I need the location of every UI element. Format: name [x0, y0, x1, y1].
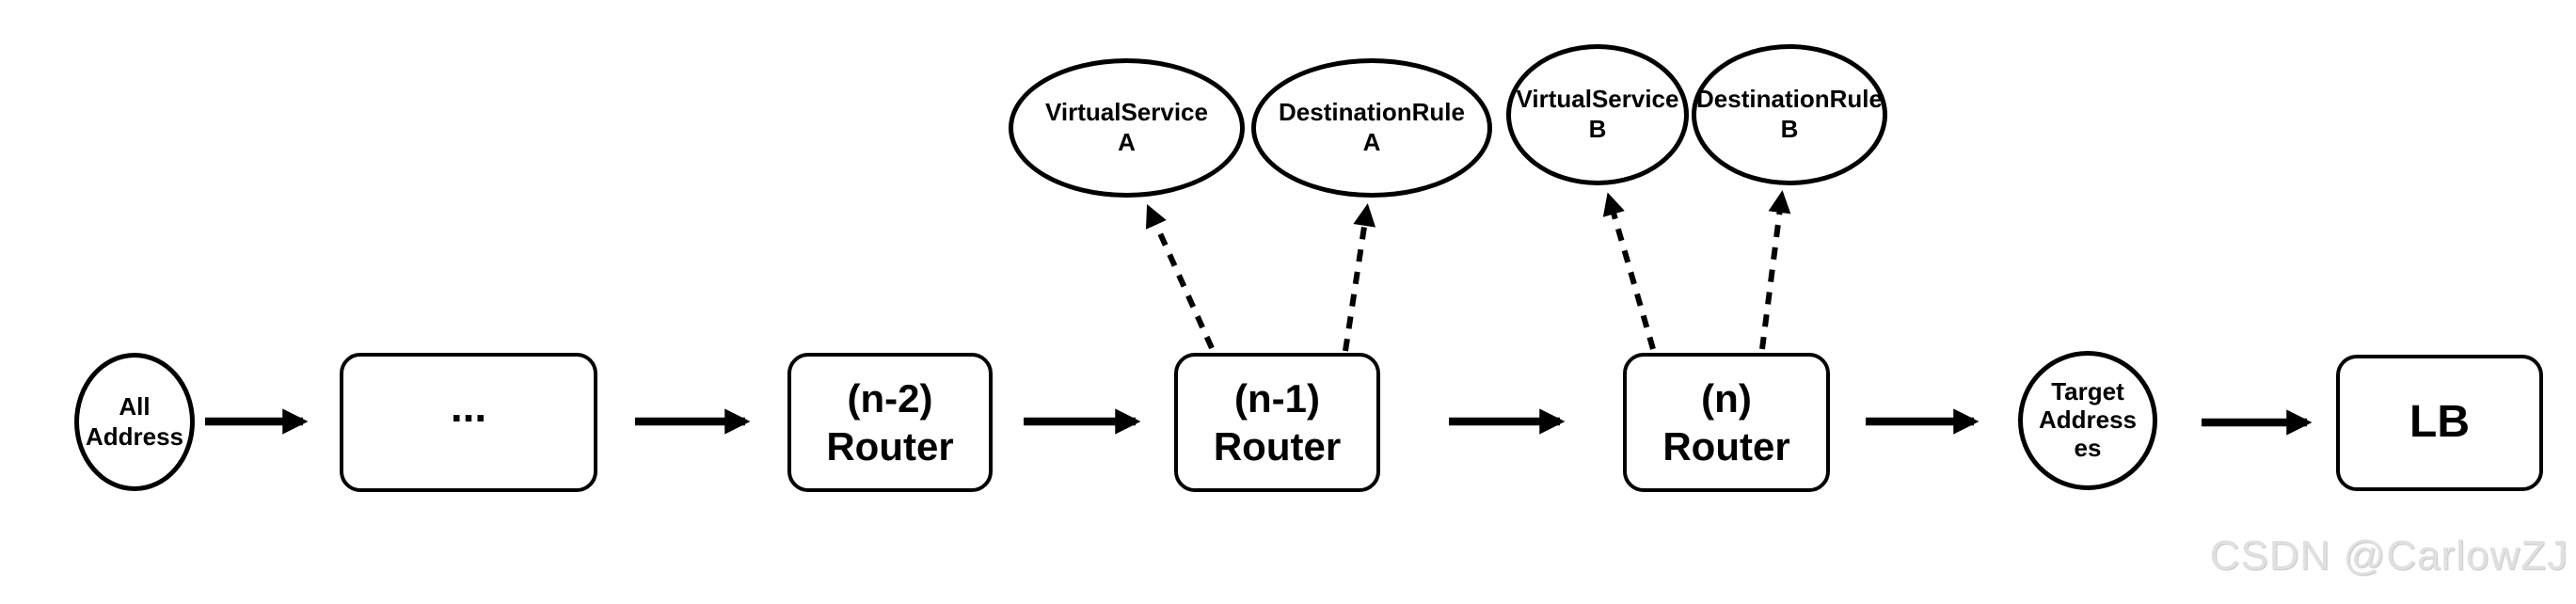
- dashed-arrow-router-n-to-destinationrule-b: [1759, 190, 1791, 350]
- dashed-arrow-router-n-1-to-destinationrule-a: [1343, 203, 1376, 352]
- node-router-n-1: (n-1) Router: [1174, 353, 1380, 492]
- node-all-address: All Address: [74, 353, 195, 491]
- node-ellipsis: ...: [340, 353, 597, 492]
- node-destinationrule-a-label: DestinationRule A: [1279, 98, 1465, 156]
- node-router-n-2: (n-2) Router: [787, 353, 993, 492]
- node-destinationrule-b: DestinationRule B: [1692, 44, 1887, 185]
- node-router-n-label: (n) Router: [1662, 375, 1790, 469]
- node-lb: LB: [2336, 355, 2543, 491]
- node-router-n-1-label: (n-1) Router: [1213, 375, 1342, 469]
- dashed-arrow-router-n-1-to-virtualservice-a: [1145, 204, 1215, 350]
- node-virtualservice-b-label: VirtualService B: [1516, 85, 1679, 143]
- node-ellipsis-label: ...: [450, 381, 487, 431]
- node-router-n-2-label: (n-2) Router: [826, 375, 954, 469]
- watermark: CSDN @CarlowZJ: [2209, 532, 2568, 579]
- node-virtualservice-b: VirtualService B: [1506, 44, 1689, 185]
- node-virtualservice-a-label: VirtualService A: [1045, 98, 1208, 156]
- node-destinationrule-b-label: DestinationRule B: [1696, 85, 1883, 143]
- node-target-addresses-label: Target Address es: [2038, 377, 2138, 462]
- node-lb-label: LB: [2409, 397, 2470, 448]
- node-virtualservice-a: VirtualService A: [1009, 58, 1245, 198]
- dashed-arrow-router-n-to-virtualservice-b: [1602, 192, 1656, 350]
- node-destinationrule-a: DestinationRule A: [1251, 58, 1492, 198]
- node-all-address-label: All Address: [85, 391, 184, 451]
- node-router-n: (n) Router: [1623, 353, 1830, 492]
- node-target-addresses: Target Address es: [2018, 351, 2157, 490]
